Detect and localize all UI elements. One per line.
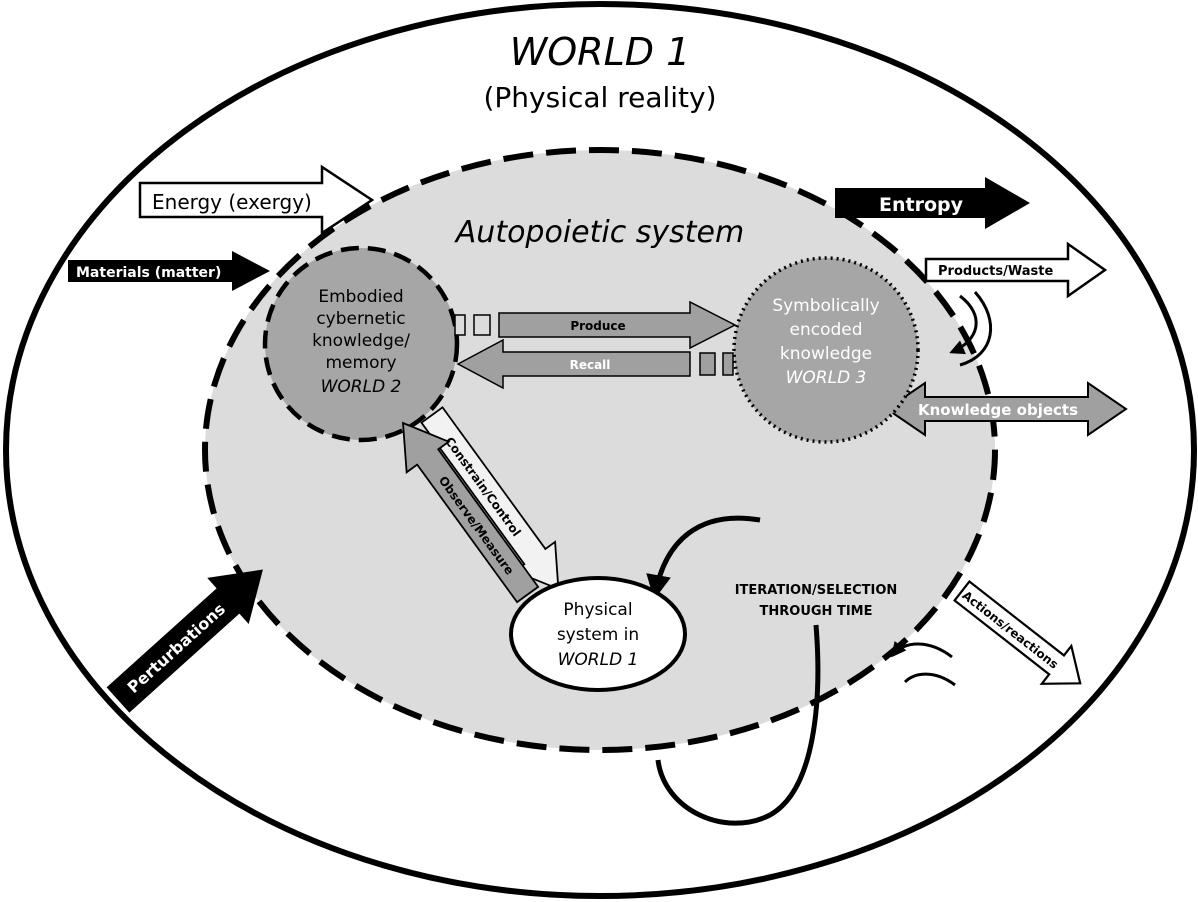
produce-label: Produce: [570, 319, 625, 333]
products-waste-arrow: Products/Waste: [924, 241, 1108, 299]
world3-node: Symbolically encoded knowledge WORLD 3: [732, 256, 920, 444]
recall-arrow: Recall: [456, 338, 734, 390]
materials-label: Materials (matter): [76, 265, 221, 281]
actions-curve-arrow-1: [891, 640, 953, 659]
world3-line3: knowledge: [780, 344, 872, 364]
physical-line1: Physical: [563, 600, 632, 620]
world1-subtitle: (Physical reality): [483, 81, 716, 114]
iteration-label-line1: ITERATION/SELECTION: [735, 583, 898, 598]
energy-arrow: Energy (exergy): [138, 164, 375, 236]
iteration-label-line2: THROUGH TIME: [760, 604, 873, 619]
world2-line2: cybernetic: [316, 309, 405, 329]
autopoietic-system-title: Autopoietic system: [454, 215, 744, 250]
products-curve-arrow-2: [959, 291, 992, 367]
world3-line1: Symbolically: [772, 296, 879, 316]
physical-system-node: Physical system in WORLD 1: [509, 576, 687, 692]
knowledge-objects-arrow: Knowledge objects: [885, 381, 1128, 437]
world1-title: WORLD 1: [510, 30, 691, 74]
world2-node: Embodied cybernetic knowledge/ memory WO…: [262, 245, 460, 443]
world3-line4: WORLD 3: [786, 368, 867, 388]
world2-line5: WORLD 2: [321, 377, 402, 397]
materials-arrow: Materials (matter): [68, 251, 270, 291]
world3-line2: encoded: [789, 320, 862, 340]
entropy-label: Entropy: [879, 194, 964, 216]
actions-curve-arrow-2: [903, 672, 956, 687]
energy-label: Energy (exergy): [152, 190, 312, 214]
iteration-loop-upper: [646, 515, 761, 600]
products-curve-arrow-1: [949, 294, 978, 355]
world2-line3: knowledge/: [312, 331, 410, 351]
world2-line4: memory: [325, 353, 396, 373]
iteration-loop-lower: [655, 624, 821, 826]
physical-line2: system in: [557, 625, 639, 645]
recall-label: Recall: [570, 358, 611, 372]
physical-line3: WORLD 1: [558, 650, 639, 670]
knowledge-objects-label: Knowledge objects: [918, 401, 1078, 419]
entropy-arrow: Entropy: [835, 177, 1030, 229]
products-waste-label: Products/Waste: [938, 264, 1053, 279]
world2-line1: Embodied: [318, 287, 403, 307]
produce-arrow: Produce: [454, 300, 737, 350]
